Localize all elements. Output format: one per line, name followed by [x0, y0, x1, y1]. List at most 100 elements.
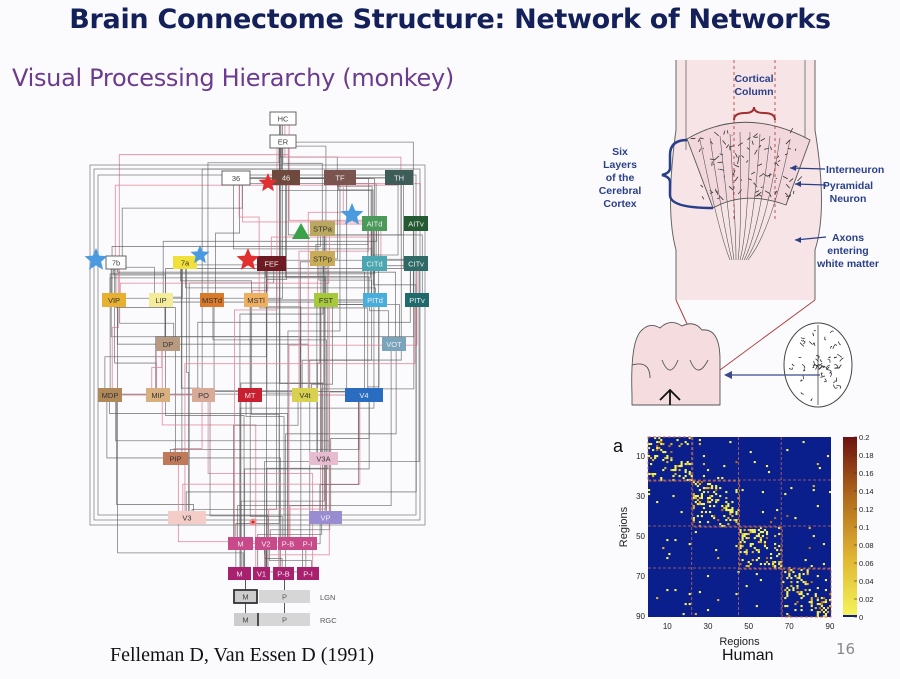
area-label: V3 [182, 514, 191, 523]
area-node-lip: LIP [149, 293, 173, 307]
heatmap-cell [672, 495, 675, 498]
heatmap-cell [753, 461, 756, 464]
heatmap-cell [822, 597, 826, 600]
colorbar-tick-label: 0.18 [859, 451, 874, 460]
gyrus-stroke [820, 365, 826, 368]
axon-line [719, 135, 735, 261]
area-node-th: TH [385, 170, 413, 185]
heatmap-cell [812, 489, 815, 492]
area-box [405, 293, 429, 307]
area-label: M [237, 540, 243, 549]
gyrus-stroke [801, 364, 806, 369]
heatmap-cell [739, 541, 742, 544]
heatmap-cell [745, 565, 748, 568]
connection-line [114, 262, 158, 395]
heatmap-cell [719, 495, 722, 498]
area-box [385, 170, 413, 185]
heatmap-cell [715, 487, 718, 490]
area-box [234, 613, 257, 626]
heatmap-cell [788, 571, 791, 574]
connection-line [119, 300, 175, 344]
area-node-fst: FST [314, 293, 338, 307]
y-tick-label: 90 [636, 612, 645, 621]
heatmap-cell [828, 605, 832, 608]
neuron-stroke [734, 164, 740, 168]
heatmap-cell [688, 593, 691, 596]
neuron-stroke [713, 155, 720, 161]
connection-line [233, 395, 299, 544]
connection-line [317, 300, 321, 459]
heatmap-cell [727, 503, 730, 506]
y-axis-label: Regions [618, 506, 630, 547]
heatmap-cell [802, 595, 805, 598]
heatmap-cell [765, 561, 769, 564]
area-box [314, 293, 338, 307]
heatmap-cell [674, 473, 677, 476]
heatmap-cell [816, 603, 819, 606]
heatmap-cell [751, 551, 754, 554]
heatmap-cell [745, 533, 748, 536]
heatmap-cell [770, 553, 773, 556]
area-label: P-B [282, 540, 295, 549]
area-box [228, 537, 253, 550]
heatmap-cell [757, 551, 760, 554]
heatmap-cell [741, 559, 744, 562]
gyrus-stroke [812, 364, 815, 369]
area-node-dp: DP [156, 337, 180, 351]
heatmap-cell [763, 545, 767, 548]
heatmap-cell [709, 487, 712, 490]
heatmap-cell [696, 485, 699, 488]
connection-line [234, 141, 278, 544]
heatmap-cell [692, 493, 695, 496]
star-marker-7b [84, 248, 108, 270]
heatmap-cell [778, 563, 781, 566]
heatmap-cell [800, 593, 803, 596]
gyrus-stroke [799, 379, 803, 382]
gyrus-stroke [808, 341, 813, 345]
heatmap-cell [804, 583, 807, 586]
gyrus-stroke [813, 360, 816, 366]
connection-line [182, 395, 361, 518]
heatmap-cell [816, 575, 819, 578]
heatmap-cell [747, 537, 750, 540]
connection-line [161, 344, 257, 574]
heatmap-cell [656, 449, 659, 452]
heatmap-cell [824, 613, 828, 616]
heatmap-cell [784, 597, 787, 600]
heatmap-cell [700, 481, 704, 484]
heatmap-cell [721, 477, 724, 480]
heatmap-cell [680, 463, 683, 466]
area-label: MSTl [247, 296, 265, 305]
connection-line [264, 543, 283, 574]
heatmap-cell [648, 473, 651, 476]
gyrus-stroke [837, 353, 842, 358]
heatmap-cell [763, 529, 767, 532]
heatmap-cell [824, 589, 828, 592]
pointer-arrows [789, 165, 827, 243]
heatmap-cell [735, 519, 738, 522]
area-node-v4: V4 [345, 388, 383, 402]
area-node-vp: VP [309, 511, 342, 524]
area-box [173, 256, 197, 269]
heatmap-cell [717, 477, 720, 480]
heatmap-cell [816, 463, 819, 466]
gyrus-stroke [838, 364, 842, 369]
heatmap-cell [812, 535, 815, 538]
area-label: VOT [386, 340, 402, 349]
arrow-head [790, 165, 796, 171]
area-box [221, 170, 251, 186]
heatmap-cell [729, 511, 732, 514]
heatmap-cell [757, 529, 760, 532]
heatmap-cell [719, 487, 722, 490]
area-label: CITd [366, 260, 382, 269]
gyrus-stroke [813, 330, 817, 332]
heatmap-cell [700, 511, 704, 514]
heatmap-cell [808, 601, 811, 604]
heatmap-cell [652, 449, 655, 452]
heatmap-cell [788, 573, 791, 576]
gyrus-stroke [815, 355, 820, 359]
heatmap-cell [820, 605, 823, 608]
area-label: ER [278, 138, 289, 147]
heatmap-cell [650, 457, 653, 460]
